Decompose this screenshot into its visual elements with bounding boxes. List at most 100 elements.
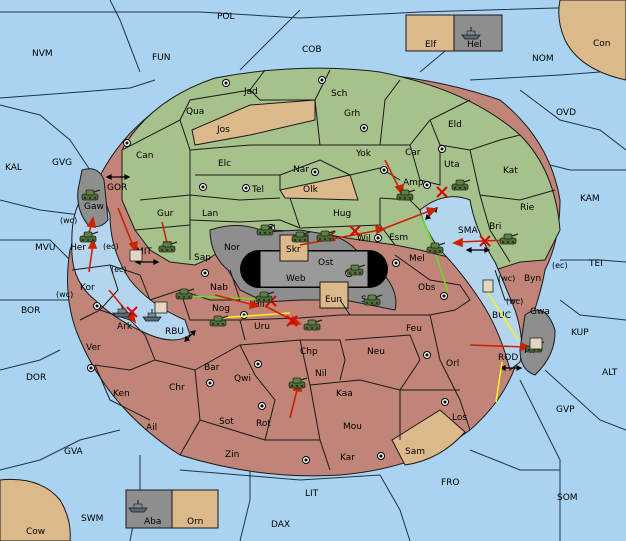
label-obs: Obs <box>418 283 436 293</box>
label-qwi: Qwi <box>234 374 251 384</box>
label-rot: Rot <box>256 419 271 429</box>
label-esm: Esm <box>389 233 408 243</box>
sea-label-cob: COB <box>302 45 322 55</box>
label-uru: Uru <box>254 322 270 332</box>
sea-label-lit: LIT <box>305 489 319 499</box>
label-grh: Grh <box>344 109 360 119</box>
label-bri: Bri <box>489 222 501 232</box>
province-sam[interactable] <box>391 409 466 466</box>
sea-label-tei: TEI <box>588 259 603 269</box>
label-nil: Nil <box>315 369 327 379</box>
label-olk: Olk <box>303 185 319 195</box>
label-ost: Ost <box>318 258 334 268</box>
label-orn: Orn <box>187 517 203 527</box>
coast-tags: (wc) (ec) (ec) (wc) (wc) (wc) (ec) <box>56 216 568 306</box>
sea-label-dor: DOR <box>26 373 46 383</box>
coast-tag-gwa-wc: (wc) <box>506 297 523 306</box>
coast-tag-her-ec: (ec) <box>103 242 119 251</box>
label-eld: Eld <box>448 120 462 130</box>
label-bar: Bar <box>204 363 220 373</box>
central-lake-floor <box>259 250 369 288</box>
label-can: Can <box>136 151 154 161</box>
label-ail: Ail <box>146 423 157 433</box>
coast-tag-kor-ec: (ec) <box>111 265 127 274</box>
label-nar: Nar <box>293 165 309 175</box>
sea-label-fro: FRO <box>441 478 460 488</box>
coast-tag-kor-wc: (wc) <box>56 290 73 299</box>
port-markers <box>129 249 543 350</box>
label-kar: Kar <box>340 453 355 463</box>
label-ver: Ver <box>86 343 101 353</box>
label-mou: Mou <box>343 422 362 432</box>
sea-labels: POL NVM FUN COB NOM Con KAL GVG OVD KAM … <box>5 12 618 537</box>
water-labels: GOR MIT RBU SMA BUC ROD <box>107 183 518 363</box>
sea-label-kam: KAM <box>580 194 600 204</box>
supply-centers <box>87 76 449 464</box>
sea-label-kup: KUP <box>571 328 589 338</box>
label-ark: Ark <box>117 322 133 332</box>
label-sap: Sap <box>194 253 211 263</box>
label-skr: Skr <box>286 245 301 255</box>
sea-label-swm: SWM <box>81 514 103 524</box>
province-jos[interactable] <box>191 99 316 146</box>
label-nab: Nab <box>210 283 228 293</box>
label-ken: Ken <box>113 389 130 399</box>
province-con[interactable] <box>558 0 626 81</box>
sea-label-ovd: OVD <box>556 108 576 118</box>
label-her: Her <box>70 243 86 253</box>
label-sot: Sot <box>219 417 234 427</box>
sea-label-alt: ALT <box>602 368 618 378</box>
province-olk[interactable] <box>279 174 359 201</box>
label-aba: Aba <box>144 517 161 527</box>
label-gor: GOR <box>107 183 127 193</box>
province-hel[interactable] <box>453 14 503 52</box>
province-elf[interactable] <box>405 14 455 52</box>
sea-label-pol: POL <box>217 12 235 22</box>
label-sch: Sch <box>331 89 347 99</box>
label-qua: Qua <box>186 107 204 117</box>
label-zin: Zin <box>225 450 239 460</box>
sea-label-fun: FUN <box>152 53 171 63</box>
label-jad: Jad <box>243 87 258 97</box>
label-amp: Amp <box>403 178 424 188</box>
label-rbu: RBU <box>165 327 184 337</box>
label-eun: Eun <box>325 295 342 305</box>
label-hug: Hug <box>333 209 351 219</box>
sea-label-nom: NOM <box>532 54 554 64</box>
sea-label-con: Con <box>593 39 611 49</box>
label-hil: Hil <box>253 300 265 310</box>
label-chr: Chr <box>169 383 185 393</box>
label-lan: Lan <box>202 209 218 219</box>
label-rod: ROD <box>498 353 518 363</box>
sea-label-som: SOM <box>557 493 578 503</box>
coast-tag-byn-ec: (ec) <box>552 261 568 270</box>
label-neu: Neu <box>367 347 385 357</box>
label-kat: Kat <box>503 166 518 176</box>
label-sam: Sam <box>405 447 425 457</box>
label-nor: Nor <box>224 243 240 253</box>
sea-label-kal: KAL <box>5 163 22 173</box>
label-web: Web <box>286 274 306 284</box>
convoy-orders <box>217 289 519 403</box>
sea-label-cow: Cow <box>26 527 45 537</box>
green-labels: Jad Sch Qua Jos Grh Eld Can Yok Car Elc … <box>136 87 535 268</box>
province-eun[interactable] <box>319 281 349 309</box>
label-elc: Elc <box>218 159 231 169</box>
label-car: Car <box>405 148 421 158</box>
box-labels: Elf Hel Aba Orn Eun <box>144 40 482 527</box>
coast-tag-byn-wc: (wc) <box>498 274 515 283</box>
label-gur: Gur <box>157 209 174 219</box>
province-orn[interactable] <box>171 489 219 529</box>
label-gwa: Gwa <box>530 307 550 317</box>
label-byn: Byn <box>524 274 541 284</box>
label-buc: BUC <box>492 311 511 321</box>
label-tel: Tel <box>251 185 264 195</box>
sea-label-bor: BOR <box>21 306 40 316</box>
sea-label-nvm: NVM <box>32 49 53 59</box>
sea-label-gva: GVA <box>64 447 84 457</box>
sea-label-mvu: MVU <box>35 243 56 253</box>
province-cow[interactable] <box>0 478 71 541</box>
label-gaw: Gaw <box>84 202 104 212</box>
